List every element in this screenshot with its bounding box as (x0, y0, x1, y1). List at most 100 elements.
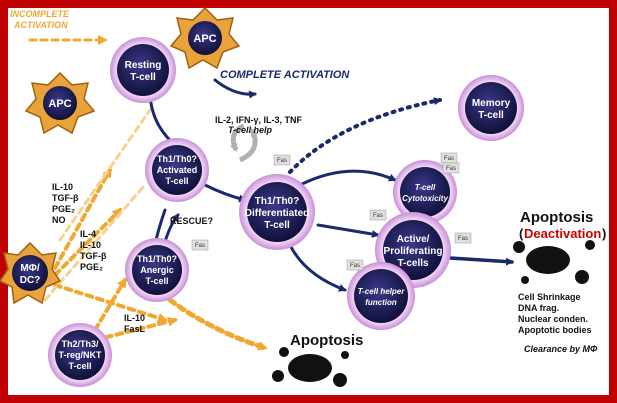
svg-text:FasL: FasL (124, 324, 146, 334)
mdc-to-apoptosis-arrow (53, 283, 168, 323)
cytokines-line-1: IL-2, IFN-γ, IL-3, TNF (215, 115, 303, 125)
svg-text:Fas: Fas (195, 243, 205, 249)
apc-top: APC (169, 6, 241, 70)
resting-to-activated-arrow (148, 93, 177, 147)
svg-text:Fas: Fas (458, 236, 468, 242)
mdc-to-activated-arrow (53, 167, 112, 270)
mdc-line-2: DC? (20, 275, 41, 286)
svg-text:Proliferating: Proliferating (384, 246, 443, 257)
svg-text:Memory: Memory (472, 98, 511, 109)
orange-dashed-arrows (28, 35, 268, 351)
proliferating-to-apoptosis-arrow (448, 256, 514, 266)
resting-tcell: Resting T-cell (110, 37, 176, 103)
complete-activation-label: COMPLETE ACTIVATION (220, 69, 350, 81)
apc-left: APC (24, 71, 96, 135)
clearance-label: Clearance by MΦ (524, 344, 598, 354)
mdc-line-1: MΦ/ (20, 263, 40, 274)
svg-text:IL-10: IL-10 (80, 240, 101, 250)
svg-text:T-cell: T-cell (130, 72, 156, 83)
svg-text:PGE₂: PGE₂ (52, 204, 75, 214)
apoptosis-features: Cell Shrinkage DNA frag. Nuclear conden.… (518, 292, 592, 335)
cytokine-cycle-arrows (229, 123, 259, 163)
mdc-to-activated-arrow-2 (53, 207, 123, 277)
svg-text:Fas: Fas (350, 263, 360, 269)
svg-text:function: function (365, 298, 397, 307)
incomplete-activation-line-2: ACTIVATION (13, 20, 68, 30)
differentiated-to-proliferating-arrow (316, 223, 380, 238)
svg-text:Differentiated: Differentiated (245, 208, 309, 219)
treg-to-anergic-arrow (93, 277, 127, 332)
svg-text:T-cell: T-cell (264, 220, 290, 231)
activated-tcell: Th1/Th0? Activated T-cell (145, 138, 209, 202)
svg-text:T-cell helper: T-cell helper (358, 287, 406, 296)
svg-text:Cell Shrinkage: Cell Shrinkage (518, 292, 581, 302)
cytotoxicity-tcell: T-cell Cytotoxicity (393, 160, 457, 224)
svg-text:IL-4: IL-4 (80, 229, 96, 239)
apoptosis-right-label: Apoptosis (520, 209, 593, 226)
svg-text:TGF-β: TGF-β (80, 251, 107, 261)
svg-text:T-cell: T-cell (415, 183, 436, 192)
svg-text:Fas: Fas (373, 213, 383, 219)
svg-text:TGF-β: TGF-β (52, 193, 79, 203)
svg-text:Th1/Th0?: Th1/Th0? (255, 196, 299, 207)
svg-text:T-cell: T-cell (68, 361, 91, 371)
anergic-tcell: Th1/Th0? Anergic T-cell (125, 238, 189, 302)
treg-cell: Th2/Th3/ T-reg/NKT T-cell (48, 323, 112, 387)
apoptosis-bottom-label: Apoptosis (290, 332, 363, 349)
svg-text:IL-10: IL-10 (52, 182, 73, 192)
rescue-label: RESCUE? (170, 216, 213, 226)
left-bottom-factors: IL-10 FasL (124, 313, 146, 334)
helper-tcell: T-cell helper function (347, 262, 415, 330)
apoptotic-bodies-right (513, 240, 595, 284)
apoptotic-bodies-bottom (272, 347, 349, 387)
left-top-factors: IL-10 TGF-β PGE₂ NO (52, 182, 79, 225)
proliferating-tcells: Active/ Proliferating T-cells (375, 212, 451, 288)
svg-text:PGE₂: PGE₂ (80, 262, 103, 272)
svg-text:IL-10: IL-10 (124, 313, 145, 323)
svg-text:NO: NO (52, 215, 66, 225)
differentiated-to-helper-arrow (288, 243, 347, 292)
pale-diagonal-2 (43, 183, 147, 302)
svg-text:T-cell: T-cell (478, 110, 504, 121)
mdc-cell: MΦ/ DC? (0, 241, 62, 305)
svg-text:Cytotoxicity: Cytotoxicity (402, 194, 448, 203)
svg-text:Th1/Th0?: Th1/Th0? (137, 254, 177, 264)
svg-text:T-cells: T-cells (397, 258, 429, 269)
apc-top-label: APC (193, 33, 216, 45)
svg-text:Active/: Active/ (397, 234, 430, 245)
svg-text:T-cell: T-cell (165, 176, 188, 186)
incomplete-activation-line-1: INCOMPLETE (10, 9, 70, 19)
svg-text:DNA frag.: DNA frag. (518, 303, 559, 313)
svg-text:T-cell: T-cell (145, 276, 168, 286)
svg-text:Fas: Fas (277, 158, 287, 164)
svg-text:Th2/Th3/: Th2/Th3/ (61, 339, 99, 349)
paren-close: ) (602, 226, 606, 241)
svg-text:Th1/Th0?: Th1/Th0? (157, 154, 197, 164)
svg-text:Fas: Fas (446, 166, 456, 172)
svg-text:Anergic: Anergic (140, 265, 174, 275)
svg-text:Nuclear conden.: Nuclear conden. (518, 314, 588, 324)
treg-to-apoptosis-arrow (93, 316, 178, 342)
pale-diagonal-1 (58, 108, 152, 242)
svg-text:Fas: Fas (444, 156, 454, 162)
differentiated-to-cytotoxicity-arrow (298, 169, 397, 187)
anergic-to-apoptosis-arrow (167, 297, 268, 351)
svg-text:Resting: Resting (125, 60, 162, 71)
differentiated-tcell: Th1/Th0? Differentiated T-cell (239, 174, 315, 250)
svg-text:Activated: Activated (157, 165, 198, 175)
apc-left-label: APC (48, 98, 71, 110)
memory-tcell: Memory T-cell (458, 75, 524, 141)
deactivation-label: Deactivation (524, 226, 601, 241)
fas-receptors: Fas Fas Fas Fas Fas Fas Fas (191, 152, 472, 271)
left-mid-factors: IL-4 IL-10 TGF-β PGE₂ (80, 229, 107, 272)
paren-open: ( (519, 226, 524, 241)
complete-activation-arrow (213, 78, 257, 99)
svg-text:Apoptotic bodies: Apoptotic bodies (518, 325, 592, 335)
cytokines-line-2: T-cell help (228, 125, 273, 135)
rescue-arrow (163, 213, 180, 244)
differentiated-to-memory-arrow (288, 97, 442, 174)
activated-to-differentiated-arrow (203, 183, 247, 203)
svg-text:T-reg/NKT: T-reg/NKT (58, 350, 102, 360)
